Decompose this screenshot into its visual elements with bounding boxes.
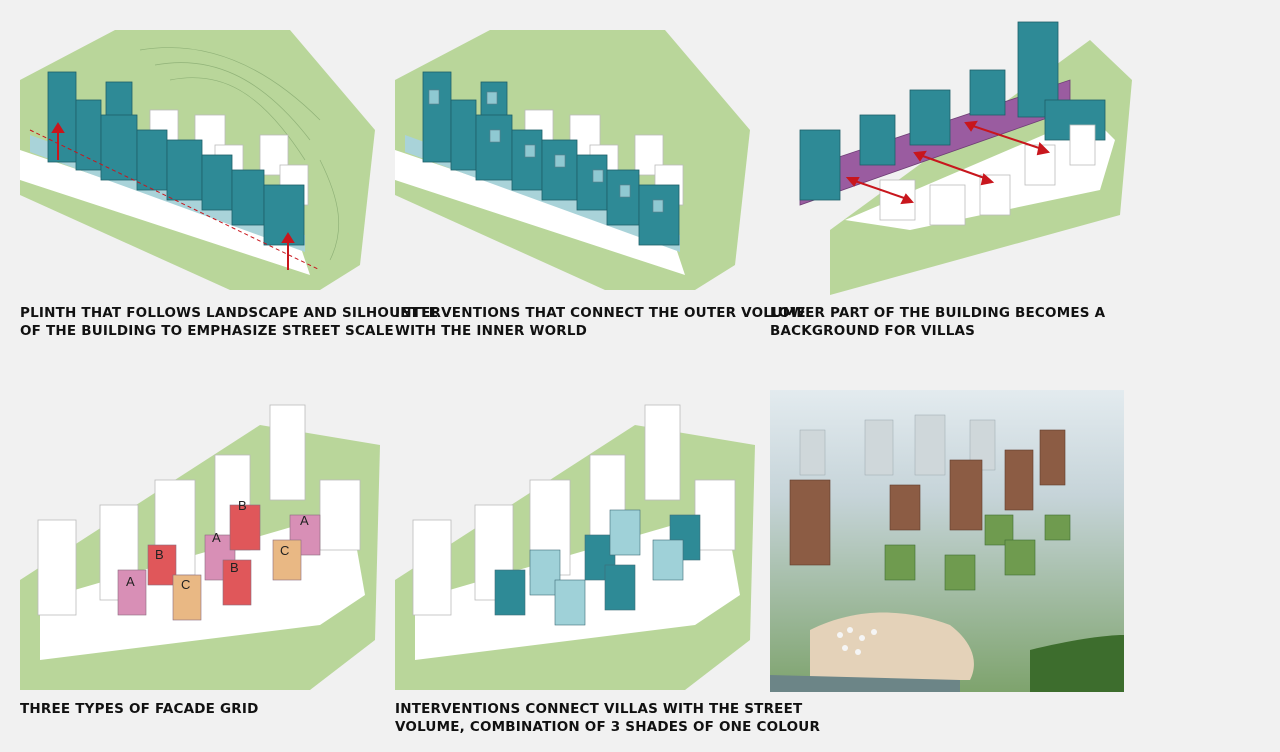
villas bbox=[884, 514, 1071, 591]
villas bbox=[494, 509, 701, 626]
street-towers bbox=[789, 429, 1066, 566]
caption-plinth: PLINTH THAT FOLLOWS LANDSCAPE AND SILHOU… bbox=[20, 304, 438, 340]
facade-type-label: C bbox=[181, 577, 190, 592]
diagram-villa-connection bbox=[395, 400, 755, 690]
caption-background: LOWER PART OF THE BUILDING BECOMES A BAC… bbox=[770, 304, 1105, 340]
aerial-render bbox=[770, 390, 1124, 692]
street bbox=[20, 150, 310, 275]
diagram-facade-grid: A B C A B B A C bbox=[20, 400, 380, 690]
villas bbox=[117, 504, 321, 621]
facade-type-labels: A B C A B B A C bbox=[126, 498, 309, 592]
caption-line: VOLUME, COMBINATION OF 3 SHADES OF ONE C… bbox=[395, 719, 821, 735]
facade-type-label: B bbox=[230, 560, 239, 575]
river bbox=[770, 675, 960, 692]
trees bbox=[1030, 635, 1124, 692]
facade-type-label: A bbox=[300, 513, 309, 528]
street-building bbox=[47, 71, 305, 246]
caption-line: INTERVENTIONS CONNECT VILLAS WITH THE ST… bbox=[395, 701, 803, 717]
caption-line: THREE TYPES OF FACADE GRID bbox=[20, 701, 259, 717]
caption-line: INTERVENTIONS THAT CONNECT THE OUTER VOL… bbox=[395, 305, 806, 321]
caption-interventions: INTERVENTIONS THAT CONNECT THE OUTER VOL… bbox=[395, 304, 806, 340]
intervention-windows bbox=[428, 89, 664, 213]
upper-volumes bbox=[799, 21, 1106, 201]
parasols bbox=[837, 627, 877, 655]
street bbox=[395, 150, 685, 275]
facade-type-label: B bbox=[155, 547, 164, 562]
facade-type-label: A bbox=[212, 530, 221, 545]
plinth-line bbox=[29, 129, 321, 271]
caption-facade-grid: THREE TYPES OF FACADE GRID bbox=[20, 700, 258, 718]
caption-line: WITH THE INNER WORLD bbox=[395, 323, 588, 339]
background-towers bbox=[799, 414, 996, 476]
diagram-interventions bbox=[395, 30, 750, 290]
diagram-background bbox=[770, 20, 1132, 295]
caption-line: OF THE BUILDING TO EMPHASIZE STREET SCAL… bbox=[20, 323, 394, 339]
street-building bbox=[37, 404, 361, 616]
caption-villa-connection: INTERVENTIONS CONNECT VILLAS WITH THE ST… bbox=[395, 700, 820, 736]
diagram-plinth bbox=[20, 30, 375, 290]
caption-line: PLINTH THAT FOLLOWS LANDSCAPE AND SILHOU… bbox=[20, 305, 439, 321]
street-building bbox=[412, 404, 736, 616]
facade-type-label: C bbox=[280, 543, 289, 558]
height-arrows bbox=[51, 122, 295, 270]
facade-type-label: A bbox=[126, 574, 135, 589]
caption-line: LOWER PART OF THE BUILDING BECOMES A bbox=[770, 305, 1106, 321]
facade-type-label: B bbox=[238, 498, 247, 513]
street-building bbox=[422, 71, 680, 246]
relation-arrows bbox=[845, 120, 1051, 205]
caption-line: BACKGROUND FOR VILLAS bbox=[770, 323, 976, 339]
